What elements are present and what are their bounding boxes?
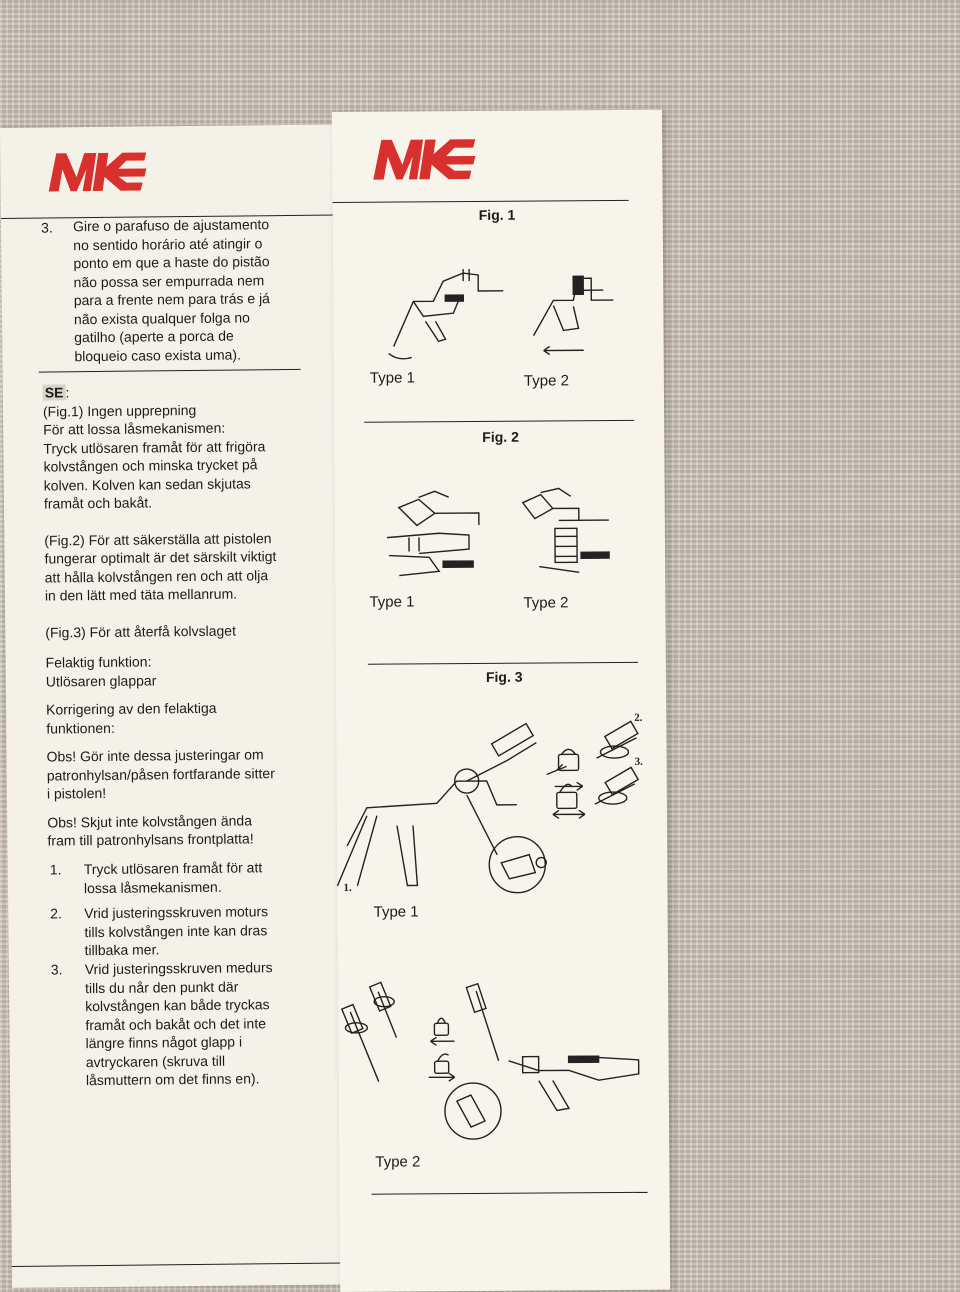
fig3-title: Fig. 3 — [485, 668, 523, 685]
mk-logo-right — [373, 139, 476, 180]
fig2-type2-illustration — [521, 487, 610, 573]
section-divider — [38, 368, 301, 373]
step-2-number: 2. — [50, 905, 62, 922]
note-2: Obs! Skjut inte kolvstången ända fram ti… — [47, 811, 254, 849]
footer-rule-left — [11, 1262, 346, 1267]
fig1-type1-illustration — [388, 269, 504, 360]
fig1-paragraph: (Fig.1) Ingen upprepning För att lossa l… — [42, 401, 266, 512]
fig2-type1-illustration — [386, 490, 480, 577]
fig3-type2-illustration — [340, 981, 640, 1140]
fig1-divider — [364, 419, 635, 423]
fig3-type1-label: Type 1 — [373, 903, 419, 921]
correction-text: Korrigering av den felaktiga funktionen: — [46, 699, 217, 737]
fig3-paragraph: (Fig.3) För att återfå kolvslaget — [45, 622, 236, 641]
step-3-text: Vrid justeringsskruven medurs tills du n… — [84, 959, 273, 1089]
callout-2: 2. — [634, 711, 643, 724]
fig2-type2-label: Type 2 — [523, 594, 569, 612]
malfunction-text: Felaktig funktion: Utlösaren glappar — [45, 653, 157, 690]
fig2-paragraph: (Fig.2) För att säkerställa att pistolen… — [44, 529, 277, 604]
step-3-number: 3. — [50, 961, 63, 978]
left-page: 3. Gire o parafuso de ajustamento no sen… — [0, 124, 347, 1288]
se-heading: SE — [42, 384, 66, 401]
se-section: SE: (Fig.1) Ingen upprepning För att los… — [42, 381, 328, 850]
header-rule-right — [332, 199, 629, 203]
fig1-type2-illustration — [532, 275, 614, 356]
fig3-divider — [371, 1191, 648, 1195]
note-1: Obs! Gör inte dessa justeringar om patro… — [46, 746, 275, 802]
step-1-number: 1. — [49, 861, 62, 878]
mk-logo-left — [48, 152, 147, 192]
fig3-type1-illustration — [336, 720, 640, 894]
fig1-title: Fig. 1 — [478, 206, 516, 223]
callout-3: 3. — [634, 755, 643, 768]
fig2-divider — [367, 661, 638, 665]
fig1-type1-label: Type 1 — [369, 369, 415, 387]
fig1-type2-label: Type 2 — [523, 372, 569, 390]
right-page: Fig. 1 Type 1 Type 2 Fig. 2 Type 1 Type — [332, 109, 671, 1292]
callout-1: 1. — [343, 881, 352, 894]
fig3-type2-label: Type 2 — [375, 1153, 421, 1171]
fig2-type1-label: Type 1 — [369, 593, 415, 611]
step-2-text: Vrid justeringsskruven moturs tills kolv… — [84, 903, 269, 959]
pt-step-text: Gire o parafuso de ajustamento no sentid… — [72, 216, 270, 364]
step-1-text: Tryck utlösaren framåt för att lossa lås… — [83, 859, 263, 896]
fig2-title: Fig. 2 — [482, 428, 519, 445]
pt-step-number: 3. — [40, 219, 53, 236]
